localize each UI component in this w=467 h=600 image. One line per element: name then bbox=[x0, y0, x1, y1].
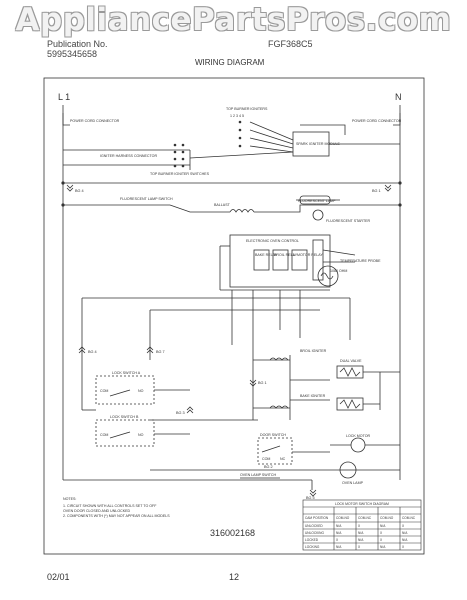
diagram-title: WIRING DIAGRAM bbox=[195, 58, 265, 67]
publication-label: Publication No. bbox=[47, 39, 108, 49]
lock-chart-cell: N/A bbox=[336, 524, 342, 528]
lock-chart-cell: N/A bbox=[380, 524, 386, 528]
fluorescent-lamp-switch-label: FLUORESCENT LAMP SWITCH bbox=[120, 197, 173, 201]
door-nc-label: NC bbox=[280, 457, 286, 461]
lock-b-com-label: COM bbox=[100, 433, 108, 437]
lock-chart-cell: X bbox=[336, 538, 339, 542]
igniter-numbers-label: 1 2 3 4 5 bbox=[230, 114, 244, 118]
lock-switch-a-label: LOCK SWITCH A bbox=[112, 371, 141, 375]
part-number: 316002168 bbox=[210, 528, 255, 538]
lock-chart-header: CAM POSITION bbox=[305, 516, 329, 520]
probe-resistance-label: 1080 OHM bbox=[330, 269, 347, 273]
power-cord-left-label: POWER CORD CONNECTOR bbox=[70, 119, 120, 123]
lock-b-no-label: NO bbox=[138, 433, 144, 437]
lock-chart-cell: X bbox=[380, 531, 383, 535]
plug-label: BG 7 bbox=[156, 350, 165, 354]
oven-lamp-label: OVEN LAMP bbox=[342, 481, 364, 485]
bake-relay-label: BAKE RELAY bbox=[255, 253, 278, 257]
door-switch-box bbox=[257, 437, 293, 465]
lock-chart-cell: N/A bbox=[380, 545, 386, 549]
plug-label: BG 1 bbox=[258, 381, 267, 385]
lock-motor-label: LOCK MOTOR bbox=[346, 434, 370, 438]
plug-label: BG 5 bbox=[306, 496, 315, 500]
ballast-label: BALLAST bbox=[214, 203, 231, 207]
lock-a-no-label: NO bbox=[138, 389, 144, 393]
broil-relay-label: BROIL RELAY bbox=[274, 253, 298, 257]
lock-chart-cell: N/A bbox=[336, 545, 342, 549]
igniter-harness-label: IGNITER HARNESS CONNECTOR bbox=[100, 154, 157, 158]
lock-chart-cell: X bbox=[358, 524, 361, 528]
fluorescent-lamp-label: FLUORESCENT LAMP bbox=[298, 199, 336, 203]
door-com-label: COM bbox=[262, 457, 270, 461]
igniter-switches-label: TOP BURNER IGNITER SWITCHES bbox=[150, 172, 210, 176]
model-number: FGF368C5 bbox=[268, 39, 313, 49]
lock-relay-label: L. MOTOR RELAY bbox=[293, 253, 323, 257]
lock-chart-header: COM-NO bbox=[380, 516, 394, 520]
notes-line: 2. COMPONENTS WITH (*) MAY NOT APPEAR ON… bbox=[63, 514, 170, 518]
temp-probe-label: TEMPERATURE PROBE bbox=[340, 259, 381, 263]
publication-number: 5995345658 bbox=[47, 49, 98, 59]
lock-chart-cell: LOCKED bbox=[305, 538, 319, 542]
spark-module-label: SPARK IGNITER MODULE bbox=[296, 142, 340, 146]
footer-date: 02/01 bbox=[47, 572, 70, 582]
plug-label: BG 3 bbox=[176, 411, 185, 415]
lock-motor-circle bbox=[350, 437, 366, 453]
lock-chart-cell: N/A bbox=[336, 531, 342, 535]
lock-chart-cell: LOCKING bbox=[305, 545, 320, 549]
diagram-border bbox=[43, 77, 425, 555]
lock-chart-cell: N/A bbox=[358, 538, 364, 542]
footer-page: 12 bbox=[229, 572, 240, 582]
door-switch-label: DOOR SWITCH bbox=[260, 433, 286, 437]
plug-label: BG 2 bbox=[264, 465, 273, 469]
lock-chart-cell: X bbox=[358, 545, 361, 549]
lock-chart-cell: N/A bbox=[402, 531, 408, 535]
plug-label: BG 4 bbox=[88, 350, 97, 354]
lock-chart-cell: X bbox=[402, 545, 405, 549]
notes-heading: NOTES: bbox=[63, 497, 76, 501]
lock-chart-header: COM-NC bbox=[358, 516, 372, 520]
lock-chart-header: COM-NO bbox=[336, 516, 350, 520]
lock-chart-grid bbox=[302, 499, 422, 551]
top-burner-igniters-label: TOP BURNER IGNITERS bbox=[226, 107, 268, 111]
terminal-n: N bbox=[395, 92, 402, 102]
oven-control-box bbox=[229, 234, 331, 288]
lock-switch-b-box bbox=[95, 419, 155, 447]
notes-line: 1. CIRCUIT SHOWN WITH ALL CONTROLS SET T… bbox=[63, 504, 157, 508]
lock-chart-cell: UNLOCKING bbox=[305, 531, 324, 535]
bake-igniter-label: BAKE IGNITER bbox=[300, 394, 326, 398]
lock-chart-cell: N/A bbox=[358, 531, 364, 535]
terminal-l1: L 1 bbox=[58, 92, 70, 102]
lock-chart-cell: X bbox=[402, 524, 405, 528]
lock-switch-b-label: LOCK SWITCH B bbox=[110, 415, 139, 419]
notes-line: OVEN DOOR CLOSED AND UNLOCKED bbox=[63, 509, 131, 513]
watermark: AppliancePartsPros.com bbox=[15, 2, 452, 38]
electronic-control-label: ELECTRONIC OVEN CONTROL bbox=[246, 239, 299, 243]
lock-chart-cell: N/A bbox=[402, 538, 408, 542]
lock-a-com-label: COM bbox=[100, 389, 108, 393]
plug-label: BG 4 bbox=[75, 189, 84, 193]
power-cord-right-label: POWER CORD CONNECTOR bbox=[352, 119, 402, 123]
lock-chart-header: COM-NC bbox=[402, 516, 416, 520]
broil-igniter-label: BROIL IGNITER bbox=[300, 349, 327, 353]
lock-chart-cell: UNLOCKED bbox=[305, 524, 323, 528]
lock-chart-title: LOCK MOTOR SWITCH DIAGRAM bbox=[335, 502, 389, 506]
fluorescent-starter-label: FLUORESCENT STARTER bbox=[326, 219, 371, 223]
plug-label: BG 1 bbox=[372, 189, 381, 193]
dual-valve-label: DUAL VALVE bbox=[340, 359, 362, 363]
oven-lamp-switch-label: OVEN LAMP SWITCH bbox=[240, 473, 276, 477]
lock-chart-cell: X bbox=[380, 538, 383, 542]
